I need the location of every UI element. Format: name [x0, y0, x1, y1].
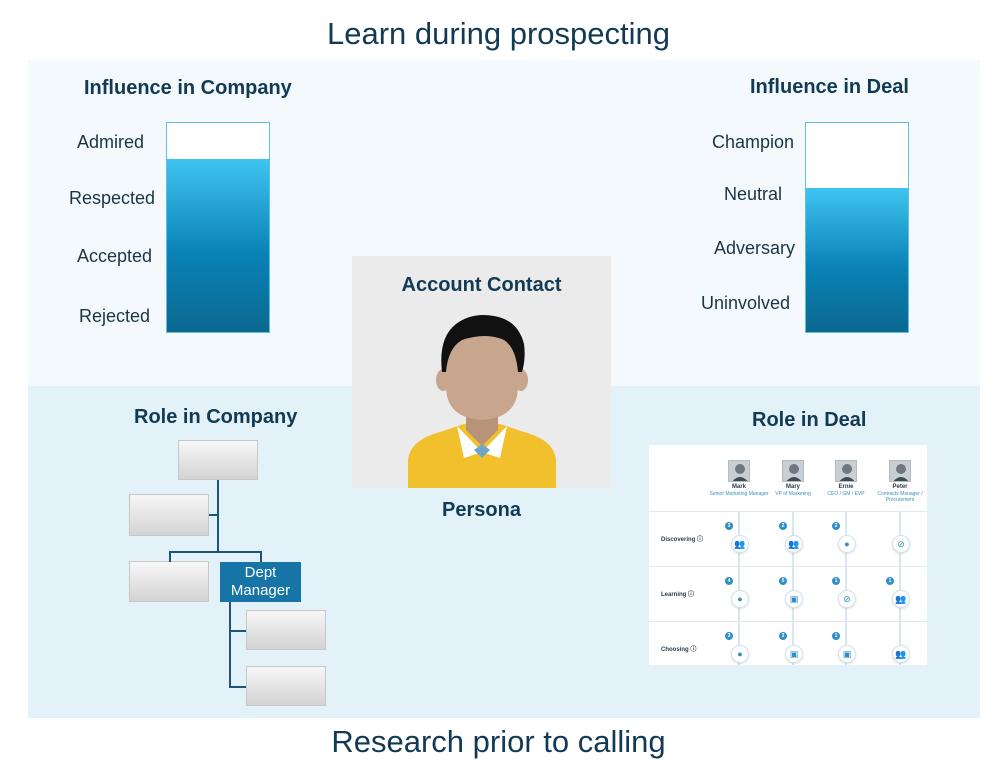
stage-count-badge: 2	[779, 522, 787, 530]
person-photo-icon	[835, 460, 857, 482]
bottom-heading: Research prior to calling	[0, 724, 997, 760]
group-icon[interactable]: 👥	[731, 535, 749, 553]
stage-label: Learning ⓘ	[661, 589, 694, 598]
influence-company-title: Influence in Company	[84, 77, 292, 100]
stage-row: Choosing ⓘ 3 ● 3 ▣ 1 ▣ 👥	[649, 621, 927, 665]
stage-count-badge: 4	[725, 577, 733, 585]
org-connector	[169, 551, 171, 562]
org-connector	[229, 686, 246, 688]
org-box-report-1	[246, 610, 326, 650]
person-name: Ernie	[816, 484, 876, 490]
influence-company-meter	[166, 122, 270, 333]
org-connector	[169, 551, 262, 553]
person-name: Mark	[709, 484, 769, 490]
person-icon[interactable]: ●	[731, 590, 749, 608]
org-connector	[217, 480, 219, 552]
stage-label: Discovering ⓘ	[661, 534, 703, 543]
influence-deal-meter-fill	[806, 188, 908, 332]
stage-count-badge: 3	[725, 632, 733, 640]
level-accepted: Accepted	[77, 246, 152, 267]
person-icon[interactable]: ●	[731, 645, 749, 663]
person-photo-icon	[889, 460, 911, 482]
level-adversary: Adversary	[714, 238, 795, 259]
stage-count-badge: 1	[832, 577, 840, 585]
level-neutral: Neutral	[724, 184, 782, 205]
stage-count-badge: 1	[886, 577, 894, 585]
lock-icon[interactable]: ▣	[838, 645, 856, 663]
person-title: Senior Marketing Manager	[709, 491, 769, 497]
person-title: VP of Marketing	[763, 491, 823, 497]
level-rejected: Rejected	[79, 306, 150, 327]
person-icon[interactable]: ●	[838, 535, 856, 553]
stage-count-badge: 1	[832, 632, 840, 640]
level-champion: Champion	[712, 132, 794, 153]
level-uninvolved: Uninvolved	[701, 293, 790, 314]
org-box-top	[178, 440, 258, 480]
org-box-level2	[129, 494, 209, 536]
group-icon[interactable]: 👥	[892, 645, 910, 663]
org-connector	[229, 630, 246, 632]
persona-caption: Persona	[352, 499, 611, 522]
person-name: Peter	[870, 484, 927, 490]
level-admired: Admired	[77, 132, 144, 153]
stage-label: Choosing ⓘ	[661, 644, 696, 653]
group-icon[interactable]: 👥	[892, 590, 910, 608]
no-icon[interactable]: ⊘	[838, 590, 856, 608]
org-box-peer	[129, 561, 209, 602]
person-avatar-icon	[402, 310, 562, 488]
lock-icon[interactable]: ▣	[785, 645, 803, 663]
person-title: CEO / GM / EVP	[816, 491, 876, 497]
stage-count-badge: 2	[832, 522, 840, 530]
role-company-title: Role in Company	[134, 406, 297, 429]
influence-company-meter-fill	[167, 159, 269, 332]
group-icon[interactable]: 👥	[785, 535, 803, 553]
account-contact-card: Account Contact	[352, 256, 611, 488]
influence-deal-title: Influence in Deal	[750, 76, 909, 99]
role-deal-title: Role in Deal	[752, 409, 866, 432]
account-contact-title: Account Contact	[352, 274, 611, 297]
stage-count-badge: 5	[779, 577, 787, 585]
org-connector	[229, 602, 231, 687]
org-box-report-2	[246, 666, 326, 706]
stage-count-badge: 3	[725, 522, 733, 530]
org-connector	[260, 551, 262, 562]
top-heading: Learn during prospecting	[0, 16, 997, 52]
person-photo-icon	[728, 460, 750, 482]
level-respected: Respected	[69, 188, 155, 209]
person-title: Contracts Manager / Procurement	[870, 491, 927, 503]
person-name: Mary	[763, 484, 823, 490]
no-icon[interactable]: ⊘	[892, 535, 910, 553]
stage-count-badge: 3	[779, 632, 787, 640]
person-photo-icon	[782, 460, 804, 482]
org-connector	[209, 514, 218, 516]
stage-row: Learning ⓘ 4 ● 5 ▣ 1 ⊘ 1 👥	[649, 566, 927, 621]
influence-deal-meter	[805, 122, 909, 333]
lock-icon[interactable]: ▣	[785, 590, 803, 608]
stage-row: Discovering ⓘ 3 👥 2 👥 2 ● ⊘	[649, 511, 927, 566]
